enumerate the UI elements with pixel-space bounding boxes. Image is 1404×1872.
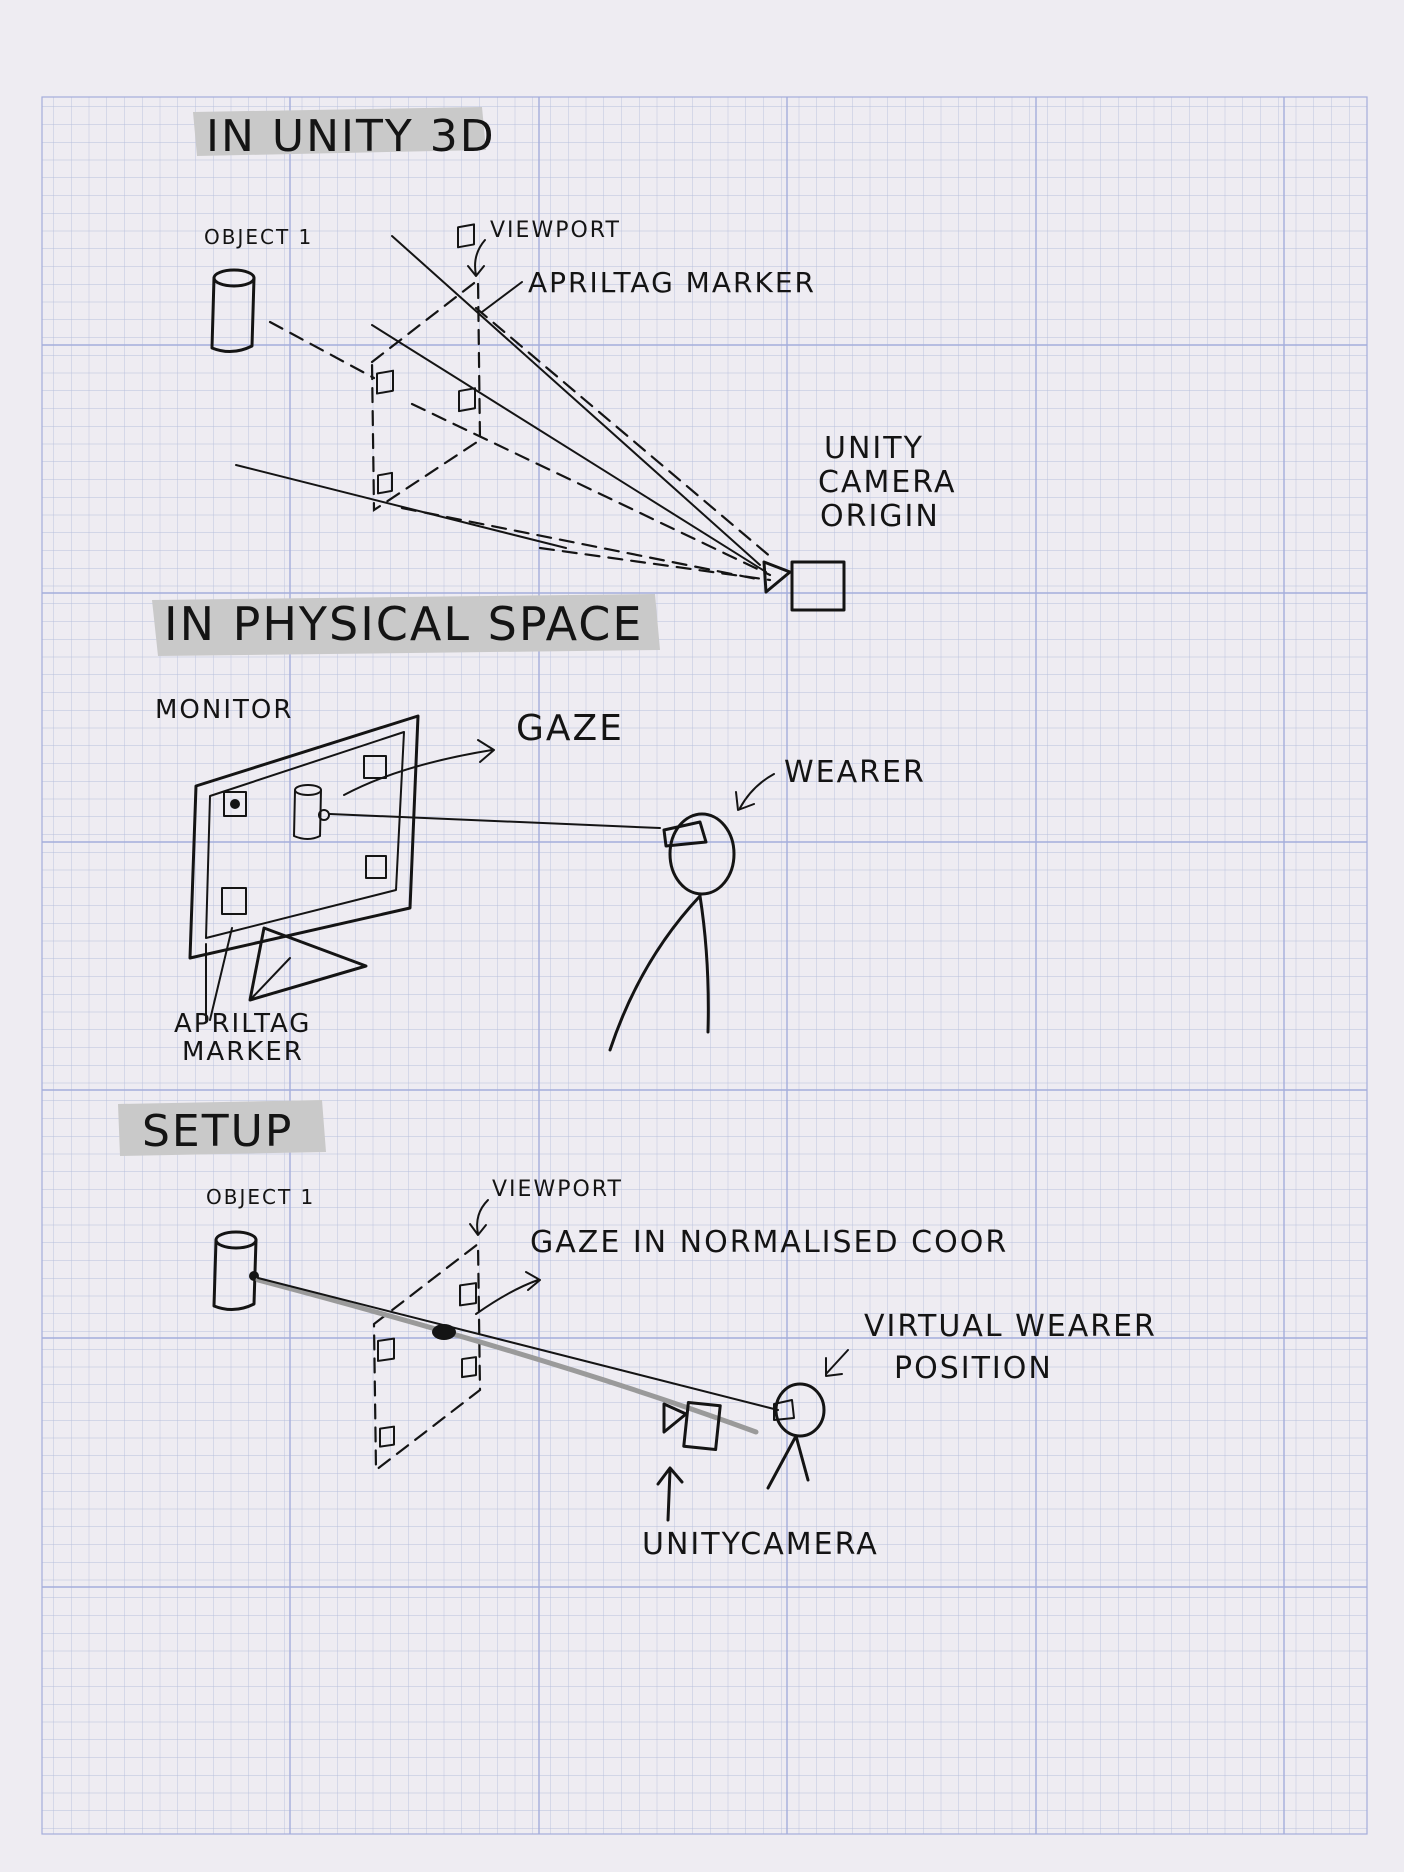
gaze-line	[329, 813, 661, 829]
setup-apriltag-markers	[377, 1282, 477, 1448]
wearer-pointer-arrow	[735, 773, 775, 811]
section-physical: IN PHYSICAL SPACE MONITOR GAZE WEARER	[152, 594, 926, 1067]
camera-origin-label-1: UNITY	[824, 431, 924, 466]
setup-gaze-ray	[257, 1277, 779, 1411]
marker-pointer-lines	[205, 927, 233, 1021]
setup-grey-gaze-ray	[255, 1277, 759, 1435]
camera-origin-label-3: ORIGIN	[820, 499, 940, 534]
marker-pointer-line	[481, 281, 523, 313]
monitor-apriltag-markers	[221, 755, 387, 915]
physical-marker-label-1: APRILTAG	[174, 1009, 311, 1039]
viewport-label: VIEWPORT	[490, 218, 621, 243]
virtual-wearer-figure	[766, 1382, 826, 1490]
gaze-label: GAZE	[516, 708, 624, 749]
object-label: OBJECT 1	[204, 225, 313, 249]
setup-gaze-pointer-arrow	[475, 1271, 541, 1315]
virtual-wearer-pointer-arrow	[825, 1349, 849, 1377]
grid-major-lines	[42, 97, 1367, 1834]
projection-lines	[235, 235, 774, 582]
setup-viewport-label: VIEWPORT	[492, 1177, 623, 1202]
heading-banner-physical	[152, 594, 660, 656]
object-cylinder	[210, 268, 256, 353]
marker-label: APRILTAG MARKER	[528, 266, 816, 299]
setup-gaze-label: GAZE IN NORMALISED COOR	[530, 1225, 1008, 1260]
unity-camera-icon	[762, 560, 846, 612]
heading-unity3d: IN UNITY 3D	[206, 111, 496, 162]
wearer-label: WEARER	[784, 755, 926, 790]
setup-object-label: OBJECT 1	[206, 1185, 315, 1209]
virtual-wearer-label-1: VIRTUAL WEARER	[864, 1309, 1157, 1344]
heading-banner-unity3d	[193, 107, 486, 156]
setup-camera-label: UNITYCAMERA	[642, 1527, 879, 1562]
heading-setup: SETUP	[142, 1106, 293, 1157]
wearer-figure	[608, 812, 736, 1052]
viewport-plane	[370, 277, 482, 513]
viewport-pointer-arrow	[467, 239, 486, 277]
setup-unity-camera-icon	[662, 1400, 722, 1452]
virtual-wearer-label-2: POSITION	[894, 1351, 1053, 1386]
section-setup: SETUP OBJECT 1 VIEWPORT GAZE IN NORMALIS…	[118, 1100, 1157, 1562]
setup-object-cylinder	[212, 1230, 259, 1311]
gaze-hit-point	[432, 1324, 456, 1340]
monitor-label: MONITOR	[155, 695, 293, 725]
section-unity3d: IN UNITY 3D OBJECT 1 VIEWPORT APRILTAG M…	[193, 107, 956, 612]
apriltag-marker-squares	[376, 223, 476, 495]
setup-viewport-pointer-arrow	[469, 1199, 489, 1236]
heading-banner-setup	[118, 1100, 326, 1156]
monitor	[188, 714, 420, 1002]
heading-physical: IN PHYSICAL SPACE	[164, 597, 643, 651]
graph-paper-grid	[41, 96, 1368, 1835]
screen-object-cylinder	[293, 784, 330, 840]
setup-viewport-plane	[372, 1241, 482, 1473]
physical-marker-label-2: MARKER	[182, 1037, 304, 1067]
gaze-pointer-arrow	[343, 739, 495, 796]
camera-pointer-arrow	[656, 1466, 684, 1522]
camera-origin-label-2: CAMERA	[818, 465, 956, 500]
